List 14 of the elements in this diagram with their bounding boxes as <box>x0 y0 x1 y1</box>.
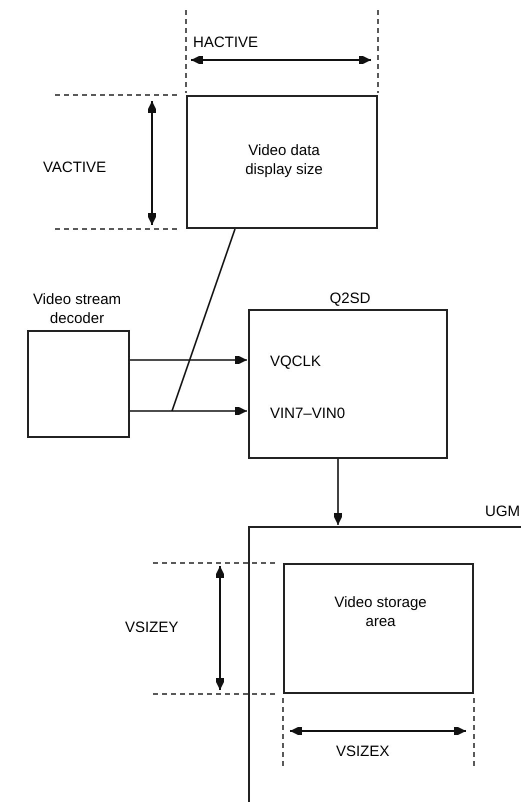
block-box <box>186 95 378 229</box>
dimension-label: HACTIVE <box>193 33 258 52</box>
block-title: Video stream decoder <box>32 290 122 328</box>
pin-label: VIN7–VIN0 <box>270 404 346 423</box>
dimension-label: VSIZEY <box>125 618 178 637</box>
leader-line <box>171 228 236 412</box>
dimension-label: VSIZEX <box>336 742 390 761</box>
block-title: UGM <box>484 502 520 521</box>
block-title: Q2SD <box>328 289 372 308</box>
dimension-label: VACTIVE <box>43 158 106 177</box>
block-label: Video storage area <box>333 593 428 631</box>
pin-label: VQCLK <box>270 352 322 371</box>
block-label: Video data display size <box>244 141 324 179</box>
block-box <box>283 563 474 694</box>
